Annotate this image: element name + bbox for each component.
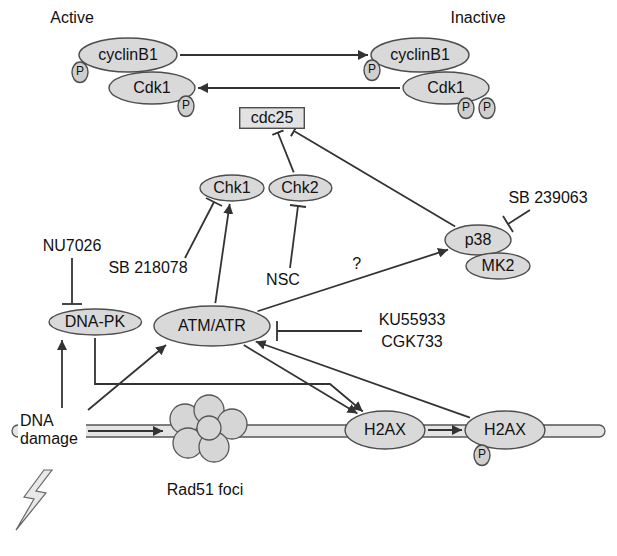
- node-label: Cdk1: [427, 79, 464, 97]
- activation-arrow: [428, 429, 462, 431]
- edge-label: ?: [350, 255, 363, 273]
- protein-ellipse: p38: [444, 224, 512, 256]
- inhibitor-label: KU55933: [377, 311, 448, 329]
- state-label: Inactive: [448, 9, 507, 27]
- protein-ellipse: ATM/ATR: [153, 305, 271, 347]
- activation-arrow: [180, 54, 368, 56]
- node-label: Cdk1: [133, 79, 170, 97]
- node-label: H2AX: [364, 421, 406, 439]
- inhibitor-label: NSC: [264, 271, 302, 289]
- node-label: P: [462, 101, 470, 114]
- protein-ellipse: cyclinB1: [370, 37, 470, 73]
- histone-ellipse: H2AX: [344, 410, 426, 450]
- rad51-foci-cluster: [170, 395, 247, 462]
- phospho-site: P: [177, 95, 195, 117]
- node-label: P: [182, 99, 190, 112]
- activation-arrow: [256, 341, 470, 417]
- phospho-site: P: [71, 61, 89, 83]
- protein-ellipse: Chk2: [268, 174, 333, 202]
- state-label: Active: [48, 9, 96, 27]
- inhibitor-label: SB 218078: [106, 259, 189, 277]
- node-label: P: [478, 448, 486, 461]
- protein-ellipse: cyclinB1: [78, 37, 178, 73]
- inhibition-connector: [278, 133, 294, 173]
- activation-arrow: [244, 345, 358, 413]
- node-label: p38: [465, 231, 492, 249]
- phospho-site: P: [478, 97, 496, 119]
- protein-ellipse: Cdk1: [402, 71, 490, 105]
- node-label: MK2: [482, 257, 515, 275]
- protein-ellipse: DNA-PK: [48, 308, 143, 336]
- node-label: H2AX: [484, 421, 526, 439]
- node-label: Chk1: [213, 179, 250, 197]
- node-label: cyclinB1: [98, 46, 158, 64]
- histone-ellipse: H2AX: [464, 410, 546, 450]
- node-label: ATM/ATR: [178, 317, 246, 335]
- node-label: P: [76, 65, 84, 78]
- phospho-site: P: [457, 97, 475, 119]
- node-label: cyclinB1: [390, 46, 450, 64]
- phosphatase-box: cdc25: [239, 107, 305, 129]
- protein-ellipse: Chk1: [199, 174, 265, 202]
- phospho-site: P: [363, 59, 381, 81]
- activation-arrow: [215, 204, 229, 303]
- activation-arrow: [198, 87, 400, 89]
- inhibitor-label: NU7026: [41, 237, 104, 255]
- node-label: P: [483, 101, 491, 114]
- node-label: P: [368, 63, 376, 76]
- activation-arrow: [95, 338, 363, 411]
- node-label: DNA-PK: [65, 313, 125, 331]
- protein-ellipse: MK2: [465, 252, 531, 280]
- inhibitor-label: SB 239063: [506, 189, 589, 207]
- annotation-label: DNA damage: [18, 412, 86, 449]
- node-label: cdc25: [251, 109, 294, 127]
- node-label: Chk2: [281, 179, 318, 197]
- inhibitor-label: CGK733: [379, 333, 444, 351]
- damage-lightning: [16, 470, 52, 530]
- phospho-site: P: [473, 444, 491, 466]
- activation-arrow: [258, 250, 448, 312]
- annotation-label: Rad51 foci: [165, 481, 246, 499]
